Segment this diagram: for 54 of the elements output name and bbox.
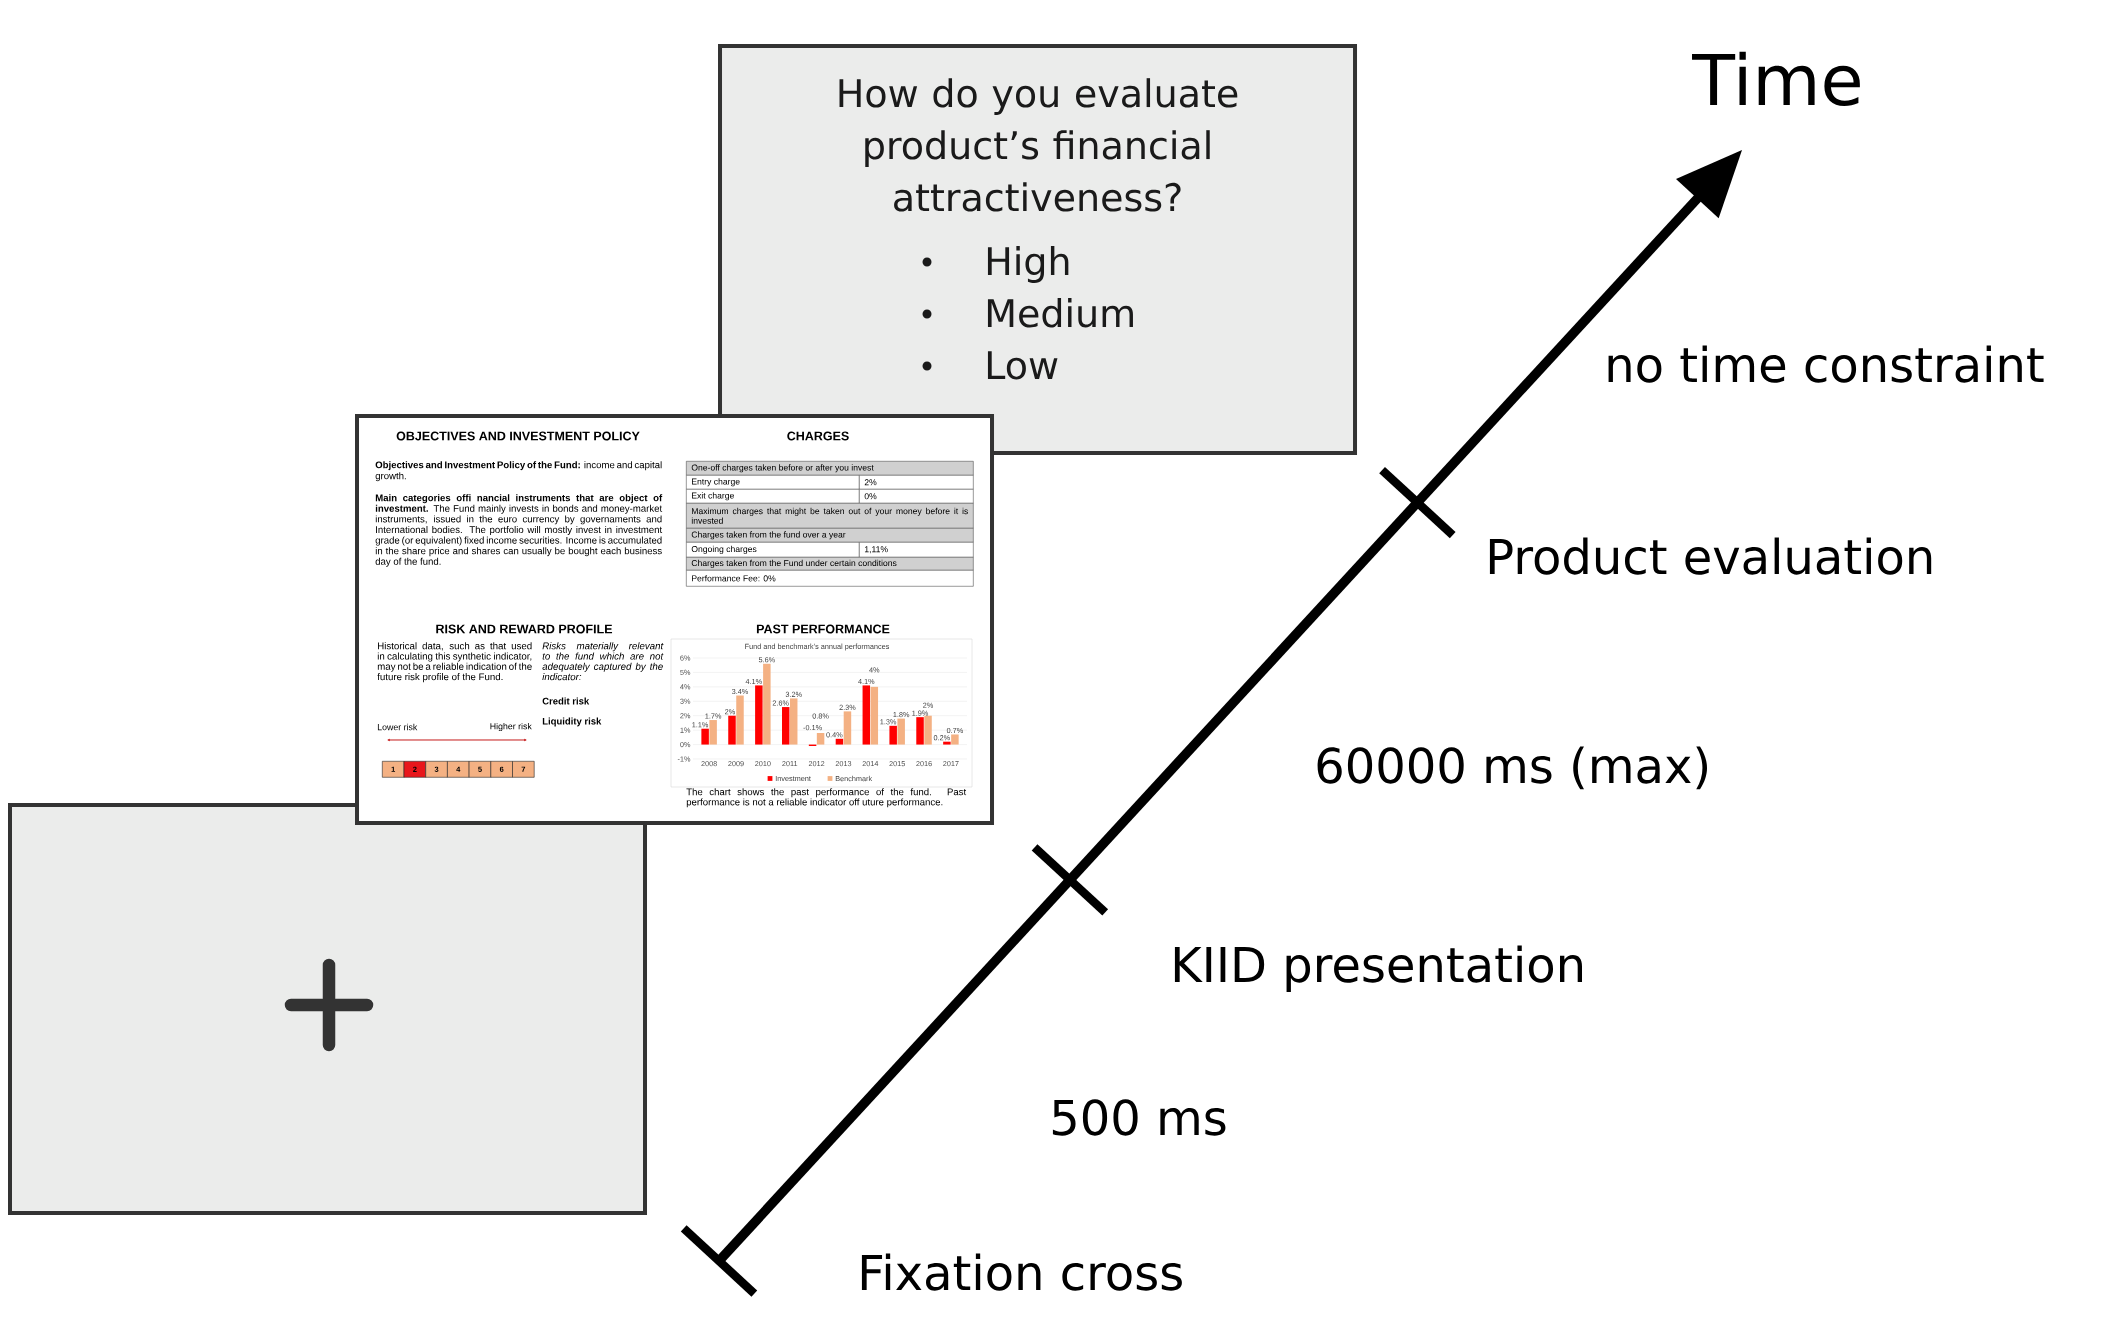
- bar: [943, 741, 951, 745]
- table-cell: One-off charges taken before or after you invest: [686, 461, 974, 476]
- table-cell: Maximum charges that might be taken out of your money before it is invested: [686, 503, 974, 529]
- risk-name: Liquidity risk: [542, 717, 602, 727]
- answer-option: High: [987, 246, 1069, 283]
- scale-label: Higher risk: [490, 722, 532, 732]
- phase-label: Fixation cross: [861, 1253, 1182, 1291]
- bar: [781, 707, 790, 745]
- bar: [889, 725, 897, 745]
- table-cell: Entry charge: [686, 475, 860, 490]
- bar: [835, 738, 844, 745]
- phase-label: Product evaluation: [1489, 537, 1932, 575]
- chart-caption: The chart shows the past performance of the fund. Past performance is not a reliable indicator off uture performance.: [686, 788, 967, 808]
- answer-option: Low: [987, 351, 1058, 380]
- paragraph: Objectives and Investment Policy of the Fund: income and capital growth.: [375, 461, 662, 482]
- duration-label: 60000 ms (max): [1317, 746, 1707, 790]
- bar: [736, 695, 744, 745]
- paragraph: Risks materially relevant to the fund which are not adequately captured by the indicator:: [542, 642, 664, 681]
- answer-option: Medium: [987, 298, 1133, 328]
- table-cell: Performance Fee: 0%: [686, 570, 974, 587]
- bar: [789, 698, 798, 745]
- section-heading: OBJECTIVES AND INVESTMENT POLICY: [396, 431, 640, 441]
- section-heading: PAST PERFORMANCE: [756, 624, 890, 634]
- bar: [728, 715, 736, 745]
- bar: [924, 715, 932, 745]
- bar: [763, 663, 771, 745]
- scale-label: Lower risk: [377, 723, 418, 731]
- bar: [870, 686, 879, 745]
- table-cell: Ongoing charges: [686, 542, 860, 558]
- section-heading: RISK AND REWARD PROFILE: [436, 624, 613, 634]
- phase-label: KIID presentation: [1174, 945, 1582, 992]
- axis-title: Time: [1692, 51, 1860, 106]
- bar: [816, 733, 825, 745]
- bar: [951, 734, 959, 745]
- section-heading: CHARGES: [787, 431, 849, 441]
- table-cell: 1,11%: [859, 542, 974, 558]
- bar: [843, 711, 852, 745]
- table-cell: Charges taken from the Fund under certain conditions: [686, 557, 974, 571]
- table-cell: 2%: [859, 475, 974, 490]
- table-cell: Charges taken from the fund over a year: [686, 528, 974, 543]
- bar: [755, 685, 763, 745]
- risk-name: Credit risk: [542, 697, 590, 705]
- bar: [916, 717, 924, 745]
- paragraph: Historical data, such as that used in calculating this synthetic indicator, may not be a reliable indication of the future risk profile of the Fund.: [377, 642, 532, 683]
- question-text: How do you evaluate product’s financial attractiveness?: [839, 78, 1238, 212]
- duration-label: no time constraint: [1608, 345, 2044, 383]
- bar: [897, 718, 905, 745]
- bar: [701, 728, 709, 745]
- bar: [862, 685, 871, 745]
- paragraph: Main categories offi nancial instruments that are object of investment. The Fund mainly invests in bonds and money-market instruments, issued in the euro currency by governaments and International bodies. The portfolio will mostly invest in investment grade (or equivalent) fixed income securities. Income is accumulated in the share price and shares can usually be bought each business day of the fund.: [375, 494, 663, 567]
- duration-label: 500 ms: [1052, 1099, 1226, 1136]
- table-cell: Exit charge: [686, 489, 860, 504]
- table-cell: 0%: [859, 489, 974, 504]
- bar: [709, 720, 717, 745]
